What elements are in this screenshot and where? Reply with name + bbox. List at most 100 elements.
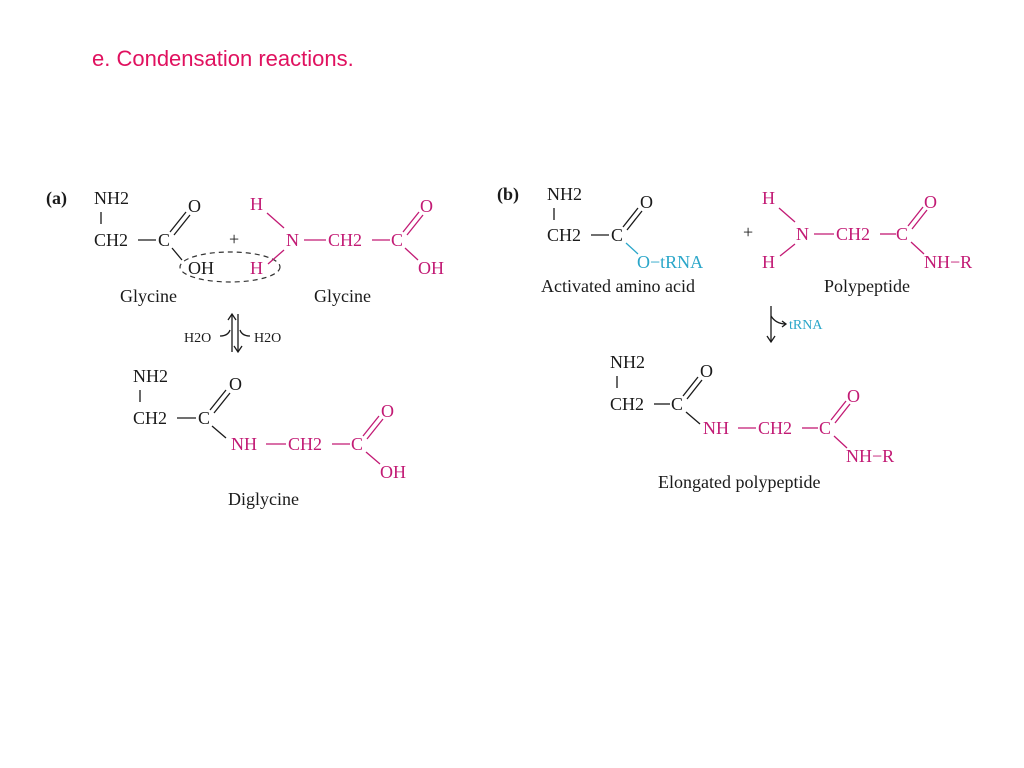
panel-a: (a) NH2 CH2 C O OH Glycine + H N H CH2: [46, 188, 444, 509]
diglycine-bond-c-oh: [365, 451, 381, 465]
slide-title: e. Condensation reactions.: [92, 46, 354, 71]
equilibrium-h2o-right: H2O: [254, 331, 281, 346]
polypeptide-double-bond-2: [911, 209, 928, 230]
glycine-1-c: C: [158, 230, 170, 250]
polypeptide-h-bottom: H: [762, 252, 775, 272]
glycine-2-h-bottom: H: [250, 258, 263, 278]
activated-ch2: CH2: [547, 225, 581, 245]
polypeptide-nh-r: NH−R: [924, 252, 972, 272]
diglycine-double-bond-1b: [213, 392, 231, 414]
glycine-1-ch2: CH2: [94, 230, 128, 250]
diglycine-ch2: CH2: [133, 408, 167, 428]
trna-release-curve: [770, 315, 787, 325]
elongated-double-bond-2a: [830, 400, 847, 421]
glycine-1-o: O: [188, 196, 201, 216]
panel-a-plus: +: [229, 229, 239, 249]
elongated-o2: O: [847, 386, 860, 406]
glycine-2-double-bond-1: [402, 211, 420, 233]
water-out-curve: [239, 329, 251, 337]
elongated-polypeptide: NH2 CH2 C O NH CH2 C O NH−R Elongated po…: [610, 352, 894, 492]
glycine-2-bond-c-oh: [404, 247, 419, 261]
glycine-2-oh: OH: [418, 258, 444, 278]
diglycine-double-bond-2b: [366, 418, 384, 440]
glycine-1-caption: Glycine: [120, 286, 177, 306]
activated-o-trna: O−tRNA: [637, 252, 703, 272]
polypeptide-bond-c-nh: [910, 241, 925, 255]
panel-a-tag: (a): [46, 188, 67, 209]
glycine-2-bond-h-n-top: [266, 212, 285, 229]
panel-b-plus: +: [743, 222, 753, 242]
glycine-2-o: O: [420, 196, 433, 216]
activated-bond-c-o: [625, 242, 639, 255]
polypeptide-c: C: [896, 224, 908, 244]
activated-caption: Activated amino acid: [541, 276, 695, 296]
glycine-1-nh2: NH2: [94, 188, 129, 208]
polypeptide: H N H CH2 C O NH−R Polypeptide: [762, 188, 972, 296]
diglycine-c2: C: [351, 434, 363, 454]
panel-b-tag: (b): [497, 184, 519, 205]
activated-double-bond-2: [626, 210, 643, 231]
elongated-ch2b: CH2: [758, 418, 792, 438]
elongated-c1: C: [671, 394, 683, 414]
trna-release-label: tRNA: [789, 318, 823, 333]
diglycine-o1: O: [229, 374, 242, 394]
polypeptide-bond-h-n-top: [778, 207, 796, 223]
elongated-nh-r: NH−R: [846, 446, 894, 466]
water-removal-ellipse: [179, 251, 281, 283]
activated-nh2: NH2: [547, 184, 582, 204]
glycine-1-bond-c-oh: [171, 247, 183, 261]
polypeptide-bond-h-n-bottom: [779, 243, 796, 257]
equilibrium-h2o-left: H2O: [184, 331, 211, 346]
glycine-1-double-bond-1: [169, 211, 187, 233]
glycine-2-ch2: CH2: [328, 230, 362, 250]
reverse-arrow-head: [227, 312, 237, 321]
panel-b: (b) NH2 CH2 C O O−tRNA Activated amino a…: [497, 184, 972, 492]
elongated-nh: NH: [703, 418, 729, 438]
glycine-1: NH2 CH2 C O OH Glycine: [94, 188, 214, 306]
elongated-o1: O: [700, 361, 713, 381]
diglycine-c1: C: [198, 408, 210, 428]
diglycine-oh: OH: [380, 462, 406, 482]
equilibrium-arrows: H2O H2O: [184, 312, 281, 354]
glycine-2-caption: Glycine: [314, 286, 371, 306]
polypeptide-o: O: [924, 192, 937, 212]
activated-o: O: [640, 192, 653, 212]
elongated-ch2: CH2: [610, 394, 644, 414]
activated-c: C: [611, 225, 623, 245]
elongated-nh2: NH2: [610, 352, 645, 372]
glycine-2-c: C: [391, 230, 403, 250]
glycine-2-double-bond-2: [406, 214, 424, 236]
diglycine-nh: NH: [231, 434, 257, 454]
elongated-bond-c-nh: [685, 411, 701, 425]
elongated-c2: C: [819, 418, 831, 438]
glycine-2: H N H CH2 C O OH Glycine: [250, 194, 444, 306]
polypeptide-double-bond-1: [907, 206, 924, 227]
diglycine-nh2: NH2: [133, 366, 168, 386]
elongated-bond-c-nh2: [833, 435, 848, 449]
glycine-2-h-top: H: [250, 194, 263, 214]
glycine-1-oh: OH: [188, 258, 214, 278]
polypeptide-ch2: CH2: [836, 224, 870, 244]
water-in-curve: [219, 329, 231, 337]
reaction-arrow: tRNA: [766, 306, 823, 344]
diglycine: NH2 CH2 C O NH CH2 C O OH Diglycine: [133, 366, 406, 509]
diglycine-double-bond-1a: [209, 389, 227, 411]
forward-arrow-head: [233, 345, 243, 354]
elongated-double-bond-1a: [682, 376, 699, 397]
diglycine-o2: O: [381, 401, 394, 421]
glycine-2-bond-h-n-bottom: [267, 249, 285, 265]
glycine-2-n: N: [286, 230, 299, 250]
trna-release-arrow-head: [781, 320, 788, 328]
elongated-double-bond-1b: [686, 379, 703, 400]
diglycine-bond-c-nh: [211, 425, 227, 439]
polypeptide-h-top: H: [762, 188, 775, 208]
polypeptide-caption: Polypeptide: [824, 276, 910, 296]
diglycine-caption: Diglycine: [228, 489, 299, 509]
diglycine-ch2b: CH2: [288, 434, 322, 454]
activated-amino-acid: NH2 CH2 C O O−tRNA Activated amino acid: [541, 184, 703, 296]
reaction-arrow-head: [766, 335, 776, 344]
activated-double-bond-1: [622, 207, 639, 228]
polypeptide-n: N: [796, 224, 809, 244]
elongated-caption: Elongated polypeptide: [658, 472, 820, 492]
